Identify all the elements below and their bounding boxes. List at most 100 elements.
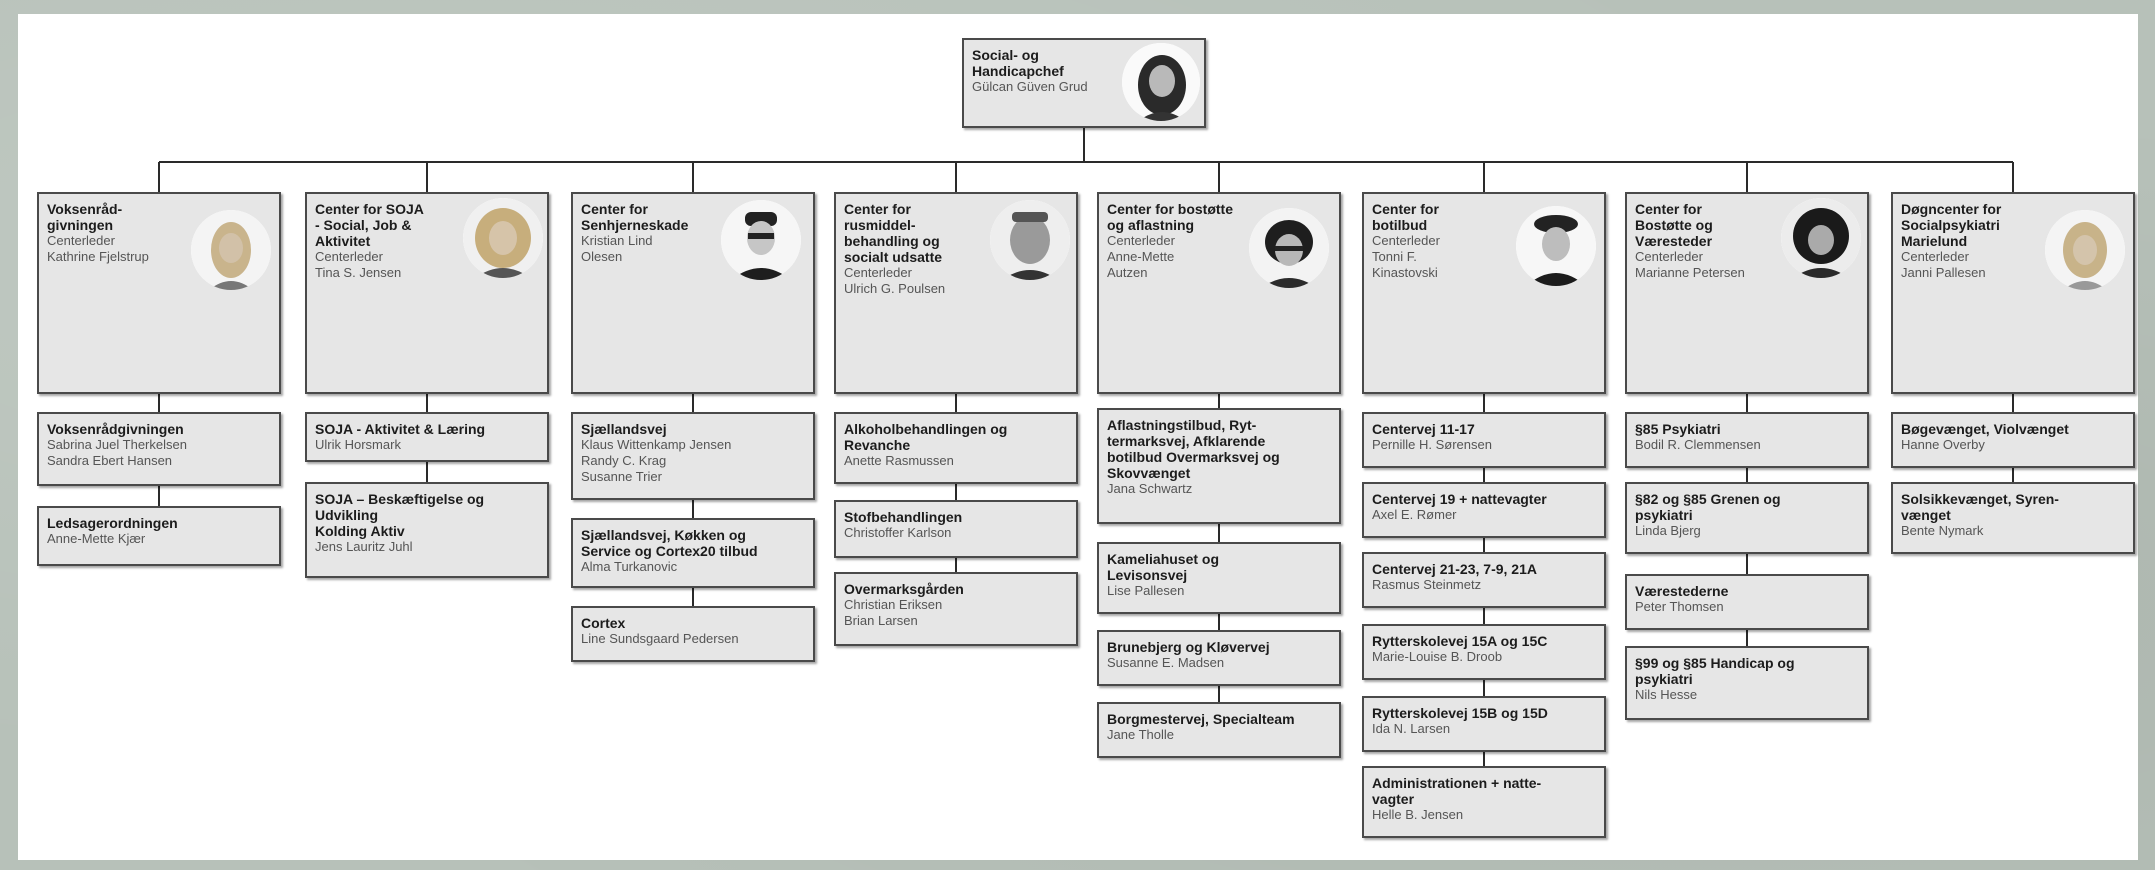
unit-title: Aflastningstilbud, Ryt- termarksvej, Afk… [1107,417,1280,481]
unit-box: §85 Psykiatri Bodil R. Clemmensen [1625,412,1869,468]
unit-title: Centervej 21-23, 7-9, 21A [1372,561,1537,577]
unit-title: Overmarksgården [844,581,964,597]
center-title: Center for rusmiddel- behandling og soci… [844,201,943,265]
unit-title: §85 Psykiatri [1635,421,1721,437]
chief-box: Social- og Handicapchef Gülcan Güven Gru… [962,38,1206,128]
leader-photo [1249,208,1329,288]
center-leader: Anne-Mette Autzen [1107,249,1175,280]
unit-box: Cortex Line Sundsgaard Pedersen [571,606,815,662]
unit-box: Solsikkevænget, Syren- vænget Bente Nyma… [1891,482,2135,554]
leader-photo [463,198,543,278]
leader-photo [1516,206,1596,286]
unit-people: Klaus Wittenkamp Jensen Randy C. Krag Su… [581,437,732,484]
center-role: Centerleder [1107,233,1175,248]
unit-title: Brunebjerg og Kløvervej [1107,639,1270,655]
unit-title: §99 og §85 Handicap og psykiatri [1635,655,1795,687]
unit-people: Jens Lauritz Juhl [315,539,413,554]
center-leader: Janni Pallesen [1901,265,1986,280]
leader-photo [191,210,271,290]
unit-people: Hanne Overby [1901,437,1985,452]
unit-people: Pernille H. Sørensen [1372,437,1492,452]
unit-title: Værestederne [1635,583,1729,599]
unit-box: SOJA – Beskæftigelse og Udvikling Koldin… [305,482,549,578]
unit-title: Administrationen + natte- vagter [1372,775,1542,807]
unit-people: Marie-Louise B. Droob [1372,649,1503,664]
unit-people: Peter Thomsen [1635,599,1724,614]
center-box-soja: Center for SOJA - Social, Job & Aktivite… [305,192,549,394]
center-title: Center for SOJA - Social, Job & Aktivite… [315,201,424,249]
unit-people: Nils Hesse [1635,687,1698,702]
center-title: Center for Bostøtte og Væresteder [1635,201,1713,249]
unit-title: Sjællandsvej [581,421,667,437]
unit-box: Bøgevænget, Violvænget Hanne Overby [1891,412,2135,468]
unit-box: Borgmestervej, Specialteam Jane Tholle [1097,702,1341,758]
center-role: Centerleder [1635,249,1703,264]
unit-box: Kameliahuset og Levisonsvej Lise Pallese… [1097,542,1341,614]
unit-title: Centervej 11-17 [1372,421,1475,437]
center-box-doegncenter: Døgncenter for Socialpsykiatri Marielund… [1891,192,2135,394]
center-role: Centerleder [47,233,115,248]
center-title: Center for botilbud [1372,201,1439,233]
chief-photo [1122,43,1200,121]
center-leader: Tonni F. Kinastovski [1372,249,1438,280]
center-title: Voksenråd- givningen [47,201,123,233]
center-role: Centerleder [1901,249,1969,264]
unit-title: Rytterskolevej 15A og 15C [1372,633,1548,649]
unit-box: Administrationen + natte- vagter Helle B… [1362,766,1606,838]
unit-box: Voksenrådgivningen Sabrina Juel Therkels… [37,412,281,486]
unit-title: Kameliahuset og Levisonsvej [1107,551,1220,583]
center-role: Centerleder [315,249,383,264]
center-leader: Ulrich G. Poulsen [844,281,946,296]
unit-box: Aflastningstilbud, Ryt- termarksvej, Afk… [1097,408,1341,524]
unit-title: Sjællandsvej, Køkken og Service og Corte… [581,527,758,559]
unit-people: Jane Tholle [1107,727,1174,742]
unit-people: Bodil R. Clemmensen [1635,437,1761,452]
unit-title: Centervej 19 + nattevagter [1372,491,1547,507]
center-leader: Kristian Lind Olesen [581,233,653,264]
center-title: Døgncenter for Socialpsykiatri Marielund [1901,201,2002,249]
unit-box: Centervej 11-17 Pernille H. Sørensen [1362,412,1606,468]
unit-people: Alma Turkanovic [581,559,678,574]
unit-title: Alkoholbehandlingen og Revanche [844,421,1008,453]
unit-people: Ulrik Horsmark [315,437,401,452]
unit-box: Sjællandsvej, Køkken og Service og Corte… [571,518,815,588]
unit-box: Brunebjerg og Kløvervej Susanne E. Madse… [1097,630,1341,686]
chief-title: Social- og Handicapchef [972,47,1064,79]
unit-box: SOJA - Aktivitet & Læring Ulrik Horsmark [305,412,549,462]
center-role: Centerleder [1372,233,1440,248]
leader-photo [1781,198,1861,278]
chief-name: Gülcan Güven Grud [972,79,1088,94]
center-box-rusmiddel: Center for rusmiddel- behandling og soci… [834,192,1078,394]
unit-box: Overmarksgården Christian Eriksen Brian … [834,572,1078,646]
unit-title: Rytterskolevej 15B og 15D [1372,705,1548,721]
center-box-bostoette-vaeresteder: Center for Bostøtte og Væresteder Center… [1625,192,1869,394]
unit-people: Bente Nymark [1901,523,1984,538]
leader-photo [721,200,801,280]
center-leader: Kathrine Fjelstrup [47,249,149,264]
unit-people: Anne-Mette Kjær [47,531,146,546]
unit-box: §99 og §85 Handicap og psykiatri Nils He… [1625,646,1869,720]
unit-title: SOJA - Aktivitet & Læring [315,421,486,437]
unit-people: Anette Rasmussen [844,453,954,468]
unit-title: Cortex [581,615,626,631]
unit-people: Linda Bjerg [1635,523,1701,538]
center-box-voksenraadgivningen: Voksenråd- givningen Centerleder Kathrin… [37,192,281,394]
unit-people: Susanne E. Madsen [1107,655,1225,670]
unit-title: Solsikkevænget, Syren- vænget [1901,491,2059,523]
unit-people: Sabrina Juel Therkelsen Sandra Ebert Han… [47,437,187,468]
unit-box: Stofbehandlingen Christoffer Karlson [834,500,1078,558]
unit-people: Line Sundsgaard Pedersen [581,631,739,646]
unit-people: Ida N. Larsen [1372,721,1451,736]
unit-box: §82 og §85 Grenen og psykiatri Linda Bje… [1625,482,1869,554]
leader-photo [2045,210,2125,290]
unit-box: Rytterskolevej 15A og 15C Marie-Louise B… [1362,624,1606,680]
unit-title: §82 og §85 Grenen og psykiatri [1635,491,1781,523]
unit-people: Rasmus Steinmetz [1372,577,1482,592]
unit-title: Stofbehandlingen [844,509,963,525]
center-role: Centerleder [844,265,912,280]
unit-title: Voksenrådgivningen [47,421,184,437]
unit-people: Jana Schwartz [1107,481,1193,496]
unit-box: Værestederne Peter Thomsen [1625,574,1869,630]
